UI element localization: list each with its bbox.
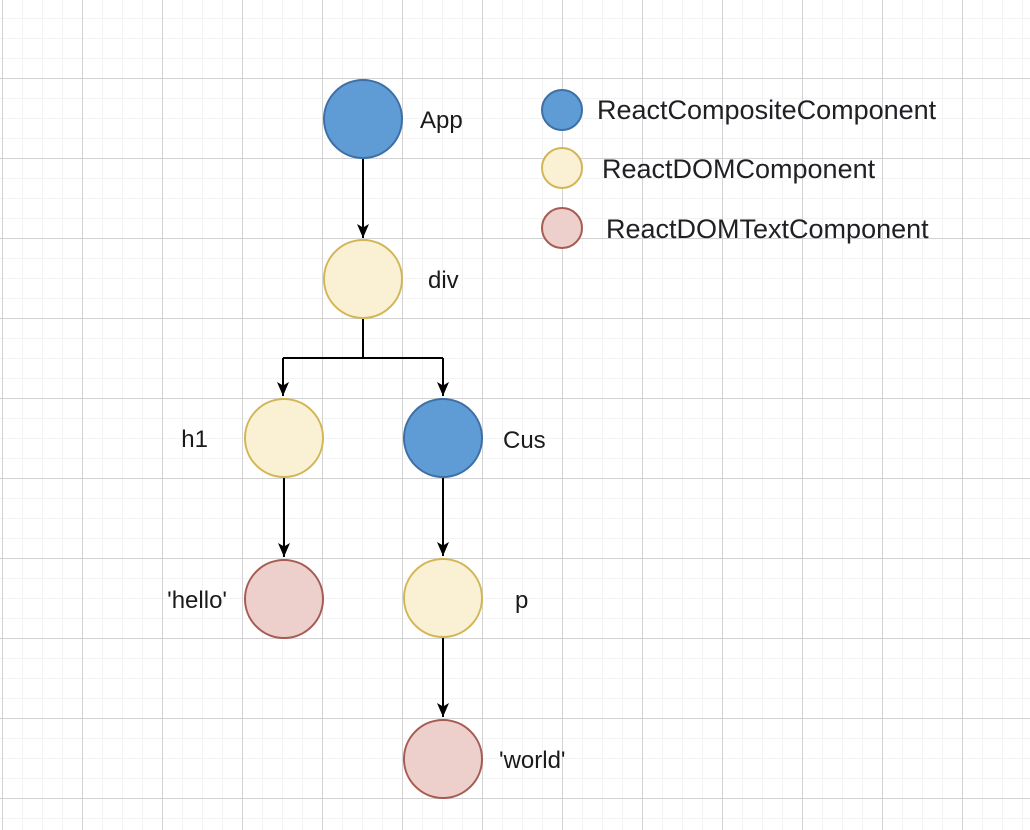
node-world-circle (403, 719, 483, 799)
node-hello-label: 'hello' (167, 587, 227, 614)
node-h1-label: h1 (181, 426, 208, 453)
legend-swatch-composite-icon (541, 89, 583, 131)
node-p-label: p (515, 587, 528, 614)
edge-layer (277, 159, 449, 717)
legend: ReactCompositeComponent ReactDOMComponen… (541, 89, 937, 249)
edge-div-branch-trunk (283, 319, 443, 359)
node-app-circle (323, 79, 403, 159)
node-div-circle (323, 239, 403, 319)
node-hello-circle (244, 559, 324, 639)
node-cus-label: Cus (503, 427, 546, 454)
legend-label-composite: ReactCompositeComponent (597, 95, 937, 125)
node-p-circle (403, 558, 483, 638)
node-layer: App div h1 Cus 'hello' p 'world' (167, 79, 566, 799)
node-cus-circle (403, 398, 483, 478)
legend-swatch-dom-icon (541, 147, 583, 189)
node-app-label: App (420, 107, 463, 134)
node-h1-circle (244, 398, 324, 478)
legend-swatch-text-icon (541, 207, 583, 249)
node-world-label: 'world' (499, 747, 566, 774)
legend-label-text: ReactDOMTextComponent (606, 214, 929, 244)
node-div-label: div (428, 267, 459, 294)
legend-label-dom: ReactDOMComponent (602, 154, 876, 184)
